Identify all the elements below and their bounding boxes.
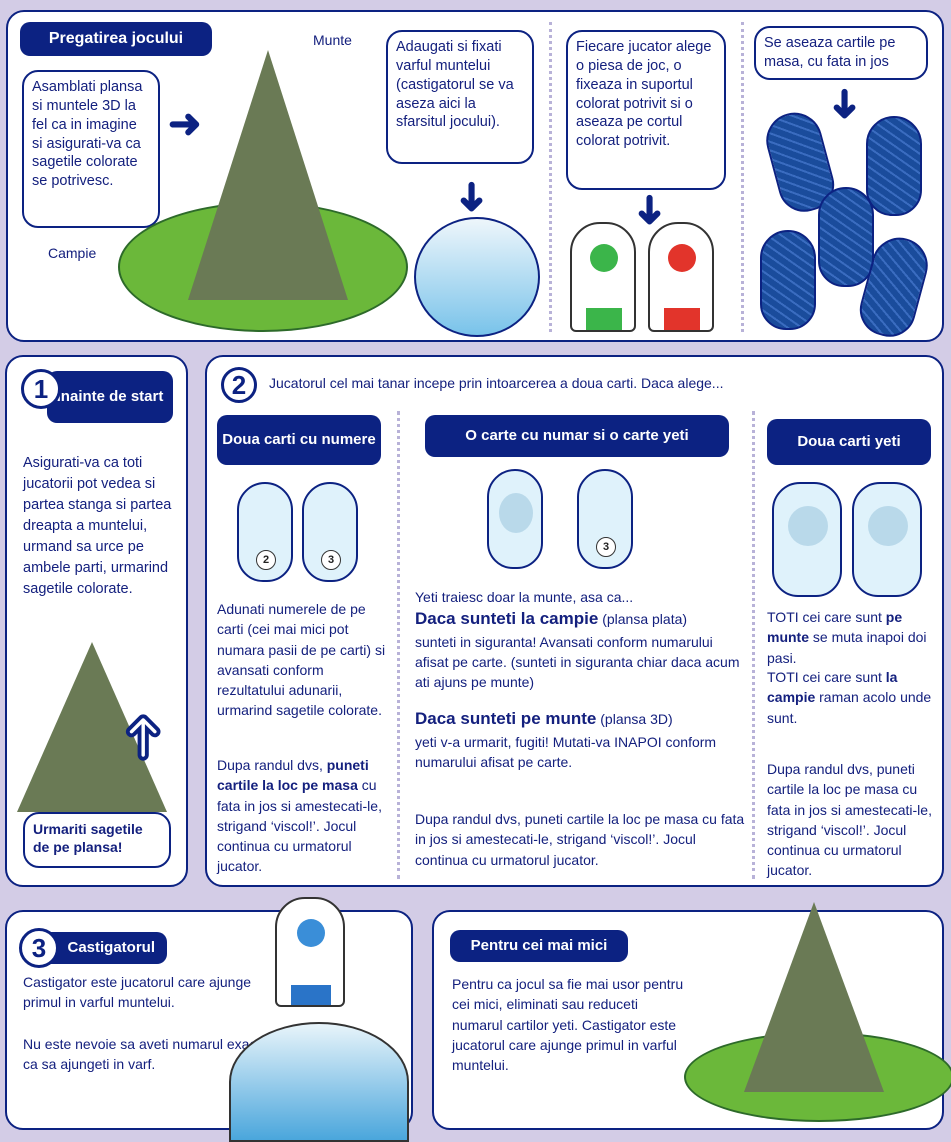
divider	[752, 411, 755, 879]
step2-panel: 2 Jucatorul cel mai tanar incepe prin in…	[205, 355, 944, 887]
step-number: 2	[221, 367, 257, 403]
number-card: 3	[302, 482, 358, 582]
col3-title: Doua carti yeti	[767, 419, 931, 465]
divider	[549, 22, 552, 332]
col2-text3: Dupa randul dvs, puneti cartile la loc p…	[415, 811, 745, 868]
setup-bubble-peak: Adaugati si fixati varful muntelui (cast…	[386, 30, 534, 164]
setup-title: Pregatirea jocului	[20, 22, 212, 56]
number-card: 3	[577, 469, 633, 569]
col2-munte: Daca sunteti pe munte (plansa 3D)yeti v-…	[415, 709, 717, 770]
step-number: 1	[21, 369, 61, 409]
arrow-down-icon: ➜	[627, 193, 672, 227]
col2-lead: Yeti traiesc doar la munte, asa ca...	[415, 589, 634, 605]
step1-callout: Urmariti sagetile de pe plansa!	[23, 812, 171, 868]
label-munte: Munte	[313, 32, 352, 48]
col2-title: O carte cu numar si o carte yeti	[425, 415, 729, 457]
card-number: 2	[256, 550, 276, 570]
step1-title: Inainte de start	[47, 371, 173, 423]
setup-bubble-cards: Se aseaza cartile pe masa, cu fata in jo…	[754, 26, 928, 80]
setup-bubble-pawn: Fiecare jucator alege o piesa de joc, o …	[566, 30, 726, 190]
arrow-up-icon: ➜	[107, 711, 176, 763]
col1-text1: Adunati numerele de pe carti (cei mai mi…	[217, 601, 386, 719]
small-title: Pentru cei mai mici	[450, 930, 628, 962]
mountain-image	[744, 902, 884, 1092]
mountain-image	[188, 50, 348, 300]
divider	[397, 411, 400, 879]
divider	[741, 22, 744, 332]
card-number: 3	[321, 550, 341, 570]
card-back	[760, 230, 816, 330]
winner-pawn	[275, 897, 345, 1007]
small-text: Pentru ca jocul sa fie mai usor pentru c…	[452, 976, 684, 1074]
step2-intro: Jucatorul cel mai tanar incepe prin into…	[269, 375, 724, 391]
peak-image	[229, 1022, 409, 1142]
pawn-green	[570, 222, 636, 332]
card-back	[866, 116, 922, 216]
yeti-card	[487, 469, 543, 569]
pawn-red	[648, 222, 714, 332]
col3-munte: TOTI cei care sunt pe munte se muta inap…	[767, 609, 927, 666]
col2-campie: Daca sunteti la campie (plansa plata)sun…	[415, 609, 740, 691]
yeti-card	[772, 482, 842, 597]
arrow-down-icon: ➜	[822, 87, 867, 121]
col3-campie: TOTI cei care sunt la campie raman acolo…	[767, 669, 932, 726]
step1-panel: Inainte de start 1 Asigurati-va ca toti …	[5, 355, 188, 887]
card-back	[818, 187, 874, 287]
col3-text3: Dupa randul dvs, puneti cartile la loc p…	[767, 761, 932, 879]
yeti-card	[852, 482, 922, 597]
setup-bubble-assemble: Asamblati plansa si muntele 3D la fel ca…	[22, 70, 160, 228]
step1-text: Asigurati-va ca toti jucatorii pot vedea…	[23, 455, 172, 598]
step-number: 3	[19, 928, 59, 968]
mountain-image	[17, 642, 167, 812]
step3-text2: Nu este nevoie sa aveti numarul exact ca…	[23, 1036, 261, 1073]
small-panel: Pentru cei mai mici Pentru ca jocul sa f…	[432, 902, 951, 1130]
setup-panel: Pregatirea jocului Asamblati plansa si m…	[6, 10, 944, 343]
step3-text1: Castigator este jucatorul care ajunge pr…	[23, 974, 252, 1011]
card-number: 3	[596, 537, 616, 557]
label-campie: Campie	[48, 245, 97, 261]
col1-title: Doua carti cu numere	[217, 415, 381, 465]
peak-image	[414, 217, 540, 337]
number-card: 2	[237, 482, 293, 582]
step3-title: Castigatorul	[37, 932, 167, 964]
arrow-down-icon: ➜	[449, 180, 494, 214]
step3-panel: Castigatorul 3 Castigator este jucatorul…	[5, 897, 413, 1142]
col1-text2: Dupa randul dvs, puneti cartile la loc p…	[217, 757, 382, 875]
